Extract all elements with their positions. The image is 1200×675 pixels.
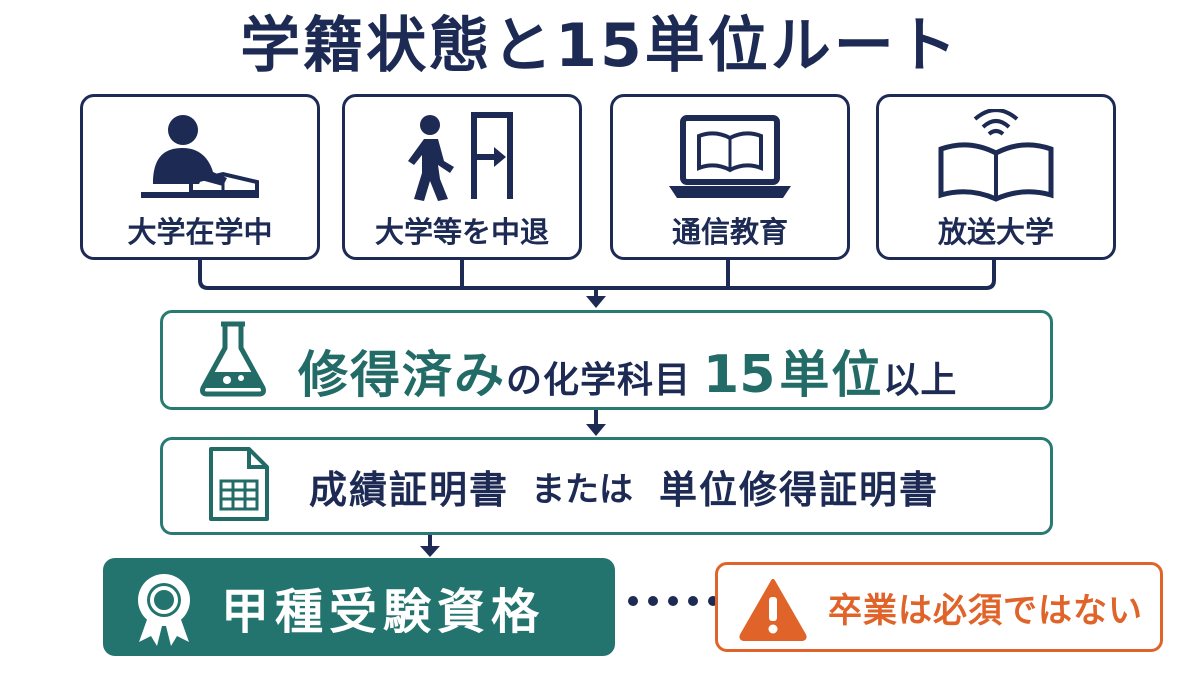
graduation-note-label: 卒業は必須ではない <box>828 590 1143 631</box>
documents-text: 成績証明書 または 単位修得証明書 <box>309 440 939 532</box>
exam-eligibility-label: 甲種受験資格 <box>221 584 546 640</box>
status-label-withdrawn: 大学等を中退 <box>374 215 549 249</box>
broadcast-book-icon <box>879 107 1113 207</box>
warning-icon <box>738 577 808 645</box>
documents-box: 成績証明書 または 単位修得証明書 <box>160 437 1053 535</box>
credit-certificate-label: 単位修得証明書 <box>659 467 940 512</box>
laptop-book-icon <box>613 107 847 207</box>
studying-person-icon <box>83 107 317 207</box>
status-card-correspondence: 通信教育 <box>610 94 850 260</box>
or-label: または <box>531 469 634 510</box>
graduation-note-box: 卒業は必須ではない <box>715 562 1163 652</box>
flask-icon <box>193 318 273 402</box>
exam-eligibility-badge: 甲種受験資格 <box>103 558 615 656</box>
spreadsheet-document-icon <box>207 445 271 527</box>
requirement-subject: の化学科目 <box>506 360 692 401</box>
requirement-earned: 修得済み <box>298 346 506 404</box>
award-ribbon-icon <box>129 570 199 650</box>
status-label-open-university: 放送大学 <box>937 215 1054 249</box>
credit-requirement-text: 修得済み の化学科目 15 単位 以上 <box>298 313 957 407</box>
person-exit-door-icon <box>345 107 579 207</box>
credit-requirement-box: 修得済み の化学科目 15 単位 以上 <box>160 310 1053 410</box>
status-label-enrolled: 大学在学中 <box>127 215 273 249</box>
status-card-open-university: 放送大学 <box>876 94 1116 260</box>
status-card-enrolled: 大学在学中 <box>80 94 320 260</box>
transcript-label: 成績証明書 <box>309 467 510 512</box>
requirement-above: 以上 <box>883 360 958 401</box>
status-card-withdrawn: 大学等を中退 <box>342 94 582 260</box>
page-title: 学籍状態と15単位ルート <box>240 11 960 81</box>
requirement-unit: 単位 <box>779 346 884 404</box>
dotted-connector <box>628 596 718 606</box>
requirement-number: 15 <box>703 345 776 405</box>
status-label-correspondence: 通信教育 <box>671 215 788 249</box>
